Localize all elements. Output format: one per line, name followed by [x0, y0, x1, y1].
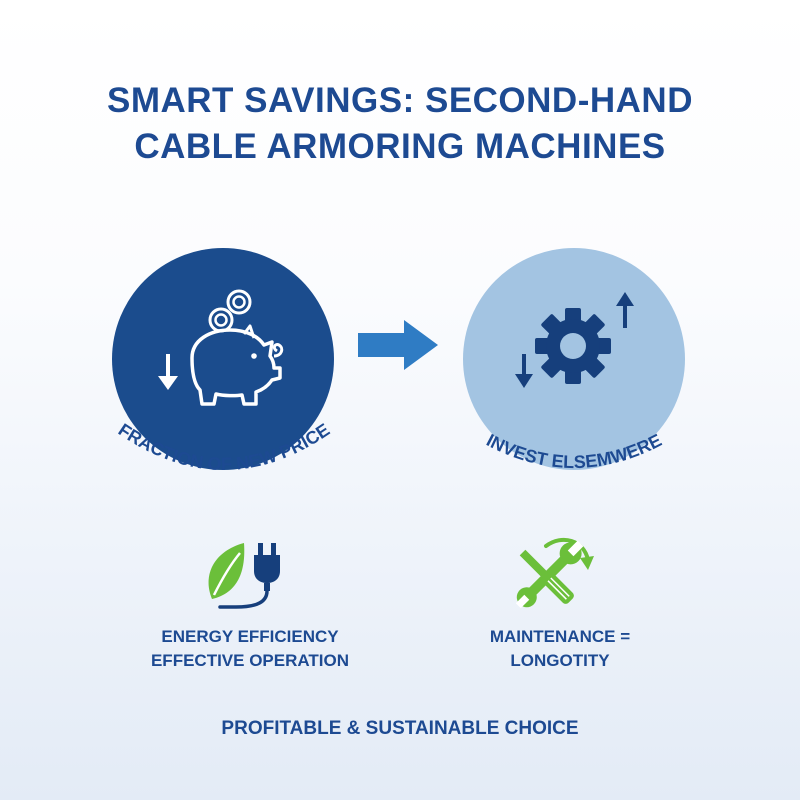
gear-icon [515, 292, 634, 388]
energy-efficiency-line-1: ENERGY EFFICIENCY [161, 627, 339, 646]
maintenance-caption: MAINTENANCE = LONGOTITY [440, 625, 680, 673]
footer-tagline: PROFITABLE & SUSTAINABLE CHOICE [221, 718, 579, 739]
price-circle [112, 248, 334, 470]
piggy-bank-icon [158, 289, 284, 406]
arrow-right-icon [358, 320, 438, 370]
energy-efficiency-caption: ENERGY EFFICIENCY EFFECTIVE OPERATION [130, 625, 370, 673]
page-title: SMART SAVINGS: SECOND-HAND CABLE ARMORIN… [0, 78, 800, 170]
wrench-screwdriver-icon [515, 537, 594, 609]
maintenance-line-2: LONGOTITY [510, 651, 610, 670]
maintenance-line-1: MAINTENANCE = [489, 627, 631, 646]
title-line-1: SMART SAVINGS: SECOND-HAND [107, 81, 693, 120]
title-line-2: CABLE ARMORING MACHINES [134, 127, 666, 166]
energy-efficiency-line-2: EFFECTIVE OPERATION [150, 651, 350, 670]
invest-elsewhere-label: INVEST ELSEMWERE [483, 430, 664, 472]
fraction-of-new-price-label: FRACTION OF NEW PRICE [115, 420, 333, 475]
leaf-plug-icon [208, 543, 280, 609]
